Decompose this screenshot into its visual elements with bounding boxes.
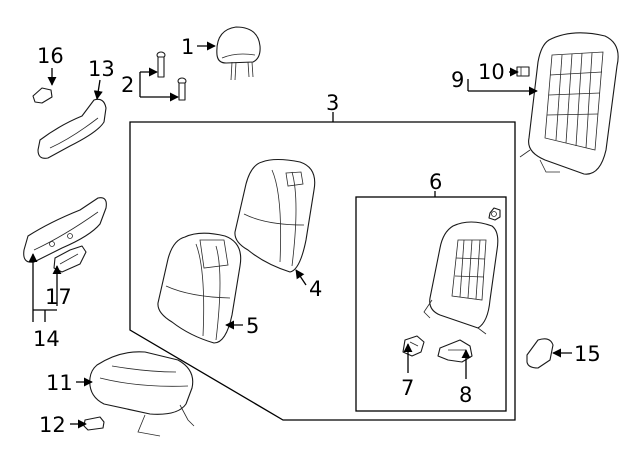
- callout-13: 13: [88, 57, 115, 81]
- callout-10: 10: [478, 60, 505, 84]
- leader-lines: [28, 41, 572, 429]
- bracket-part-7: [402, 335, 425, 357]
- bracket-part-8: [437, 339, 473, 363]
- seat-cushion: [89, 351, 195, 437]
- backrest-cover-lower: [157, 232, 242, 344]
- backrest-cover-upper: [234, 158, 316, 273]
- pad-part: [83, 416, 105, 431]
- frame-subassembly-box: [355, 196, 507, 412]
- callout-17: 17: [45, 285, 72, 309]
- callout-3: 3: [326, 91, 339, 115]
- callout-4: 4: [309, 277, 322, 301]
- callout-7: 7: [401, 376, 414, 400]
- knob-part: [32, 87, 53, 104]
- seat-back-assembly-boundary: [129, 121, 516, 421]
- cover-part-15: [526, 338, 554, 369]
- callout-14: 14: [33, 327, 60, 351]
- bolt-parts: [156, 51, 187, 101]
- callout-1: 1: [181, 35, 194, 59]
- headrest-part: [216, 26, 261, 81]
- callout-5: 5: [246, 314, 259, 338]
- clip-part: [516, 66, 530, 77]
- seat-back-frame: [423, 207, 501, 335]
- callout-2: 2: [121, 73, 134, 97]
- seat-back-frame-top-right: [519, 32, 619, 175]
- callout-labels: 1 2 3 4 5 6 7 8 9 10 11 12 13 14 15 16 1…: [33, 35, 601, 437]
- callout-16: 16: [37, 44, 64, 68]
- callout-12: 12: [39, 413, 66, 437]
- callout-9: 9: [451, 68, 464, 92]
- callout-11: 11: [46, 371, 73, 395]
- side-trim-upper: [37, 98, 107, 159]
- callout-15: 15: [574, 342, 601, 366]
- callout-6: 6: [429, 170, 442, 194]
- callout-8: 8: [459, 383, 472, 407]
- side-trim-lower: [23, 197, 107, 263]
